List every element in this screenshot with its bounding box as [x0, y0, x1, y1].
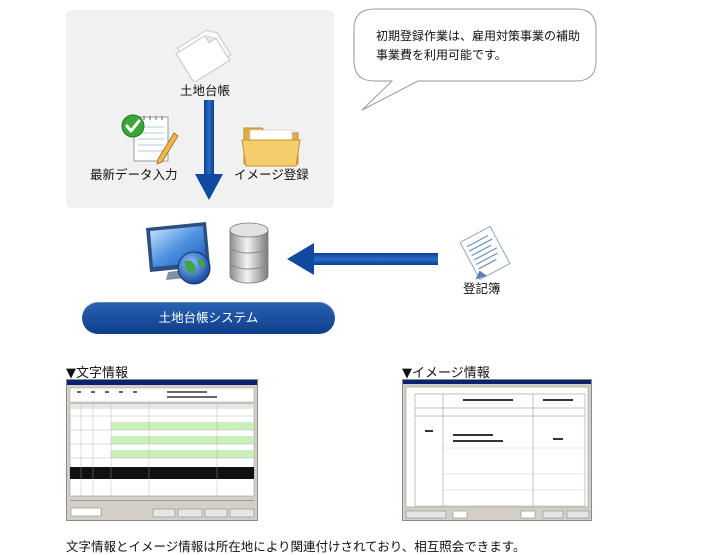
image-registration-label: イメージ登録 — [234, 167, 309, 182]
land-ledger-label: 土地台帳 — [180, 83, 231, 98]
image-info-screenshot — [402, 379, 592, 521]
bubble-text: 初期登録作業は、雇用対策事業の補助事業費を利用可能です。 — [376, 29, 581, 62]
document-icon — [459, 226, 511, 280]
database-icon — [229, 222, 269, 284]
registry-book-label: 登記簿 — [463, 281, 501, 296]
down-arrow — [195, 100, 223, 200]
text-info-screenshot — [66, 379, 258, 521]
notepad-check-icon — [121, 114, 179, 165]
monitor-globe-icon — [146, 222, 211, 285]
footer-caption: 文字情報とイメージ情報は所在地により関連付けされており、相互照会できます。 — [66, 539, 526, 554]
system-pill: 土地台帳システム — [82, 302, 335, 334]
text-info-title: ▼文字情報 — [66, 366, 128, 381]
left-arrow — [287, 243, 438, 275]
new-data-entry-label: 最新データ入力 — [90, 167, 178, 182]
image-info-title: ▼イメージ情報 — [402, 366, 490, 381]
paper-stack-icon — [175, 29, 232, 82]
text-info-screenshot-image — [67, 380, 257, 518]
folder-icon — [241, 127, 301, 167]
speech-bubble — [353, 8, 597, 111]
image-info-screenshot-image — [403, 380, 591, 519]
